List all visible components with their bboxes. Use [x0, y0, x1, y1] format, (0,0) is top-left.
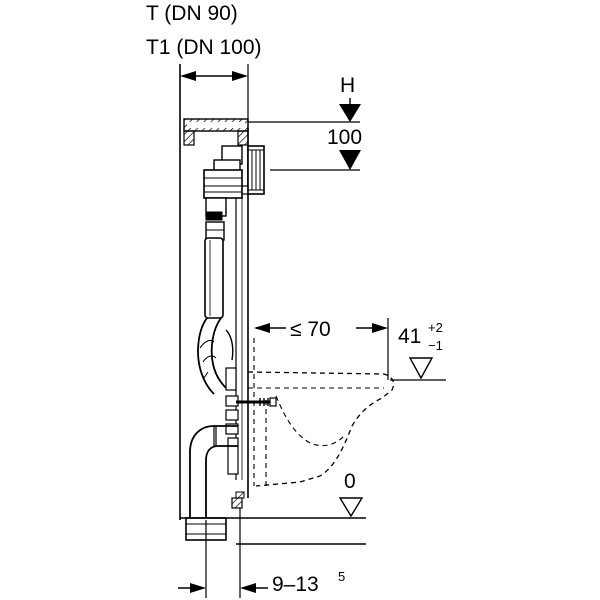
pipe-t-label: T (DN 90): [146, 2, 238, 25]
flush-pipe: [197, 237, 234, 395]
frame-brackets: [225, 367, 245, 509]
rim-tolerance-plus: +2: [428, 320, 443, 335]
height-100-marker: [270, 150, 361, 171]
rim-tolerance-minus: −1: [428, 338, 443, 353]
offset-superscript: 5: [338, 569, 345, 584]
flush-plate: [247, 145, 265, 195]
wall-hung-toilet: [247, 338, 395, 487]
height-h-label: H: [340, 74, 355, 97]
max-distance-label: ≤ 70: [290, 318, 331, 341]
offset-dimension: [178, 508, 268, 598]
height-h-marker: [248, 98, 361, 123]
frame-top-crossbar: [183, 118, 249, 146]
floor-zero-label: 0: [344, 470, 356, 493]
rim-height-label: 41: [398, 325, 421, 348]
offset-range-label: 9–13: [272, 573, 319, 596]
floor-level-marker: [180, 497, 366, 545]
cistern: [203, 145, 243, 241]
pipe-width-dimension: [179, 64, 249, 520]
height-100-label: 100: [327, 126, 362, 149]
distance-dimension: [254, 318, 389, 380]
pipe-t1-label: T1 (DN 100): [146, 36, 262, 59]
rim-height-marker: [390, 357, 446, 381]
